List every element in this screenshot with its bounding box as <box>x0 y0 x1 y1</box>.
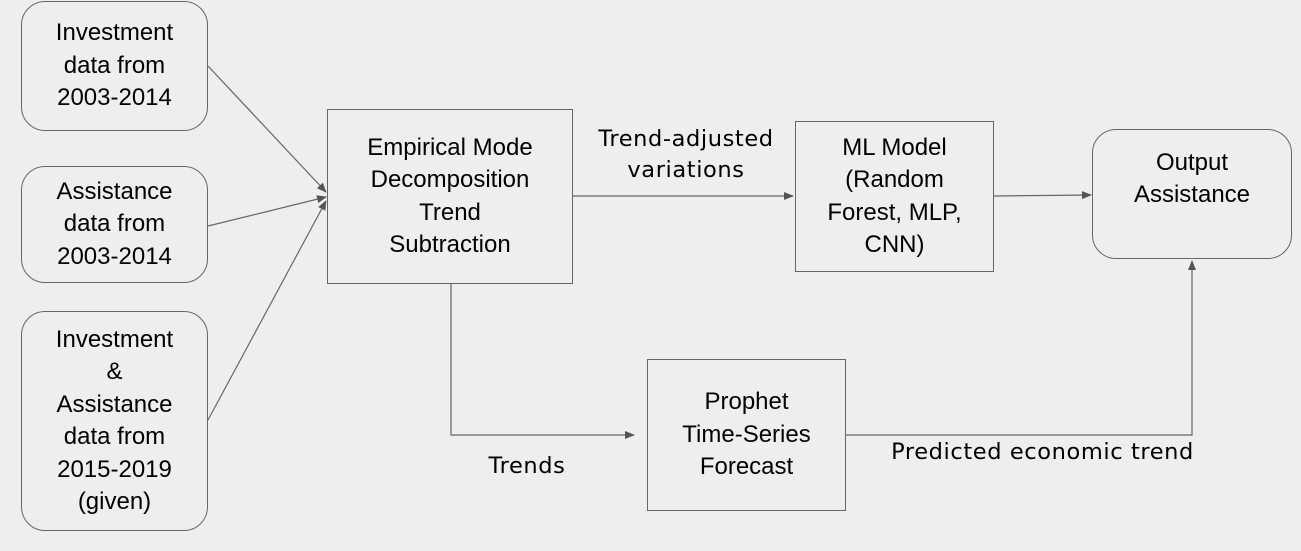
arrow-assistance-to-emd <box>207 195 327 227</box>
output-assistance-box: Output Assistance <box>1092 129 1292 259</box>
emd-label: Empirical Mode Decomposition Trend Subtr… <box>367 133 533 259</box>
prophet-label: Prophet Time-Series Forecast <box>682 388 811 481</box>
ml-model-box: ML Model (Random Forest, MLP, CNN) <box>795 121 994 272</box>
emd-box: Empirical Mode Decomposition Trend Subtr… <box>327 109 573 284</box>
arrow-investment-to-emd <box>207 65 327 193</box>
predicted-trend-label: Predicted economic trend <box>891 439 1194 465</box>
output-assistance-label: Output Assistance <box>1133 148 1251 209</box>
investment-data-box: Investment data from 2003-2014 <box>21 1 208 131</box>
investment-data-label: Investment data from 2003-2014 <box>55 19 174 112</box>
trend-adjusted-label: Trend-adjusted variations <box>598 126 774 183</box>
ml-model-label: ML Model (Random Forest, MLP, CNN) <box>827 133 962 259</box>
arrow-ml-model-to-output <box>993 191 1092 200</box>
assistance-data-label: Assistance data from 2003-2014 <box>56 177 173 270</box>
arrow-prophet-to-output <box>846 260 1196 436</box>
assistance-data-box: Assistance data from 2003-2014 <box>21 166 208 283</box>
arrow-emd-to-prophet <box>450 284 635 439</box>
given-data-box: Investment & Assistance data from 2015-2… <box>21 311 208 531</box>
trends-label: Trends <box>488 453 566 479</box>
arrow-given-to-emd <box>207 200 327 421</box>
given-data-label: Investment & Assistance data from 2015-2… <box>55 325 174 516</box>
prophet-box: Prophet Time-Series Forecast <box>647 359 846 511</box>
